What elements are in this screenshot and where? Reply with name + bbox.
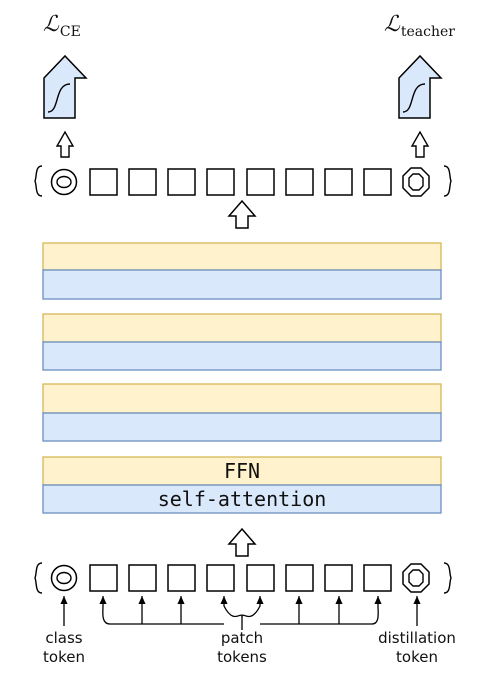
output-token-row <box>34 165 452 197</box>
transformer-input-arrow-icon <box>227 527 257 557</box>
input-patch-token <box>363 564 392 592</box>
output-distillation-token-icon <box>402 167 430 197</box>
ce-loss-label: ℒCE <box>43 14 81 43</box>
input-patch-token <box>128 564 157 592</box>
class-token-label: class token <box>29 629 99 667</box>
patch-tokens-arrows <box>99 596 382 630</box>
input-token-row <box>34 562 452 594</box>
class-token-label-line1: class <box>45 629 83 647</box>
distillation-token-label-line1: distillation <box>378 629 456 647</box>
input-patch-token <box>285 564 314 592</box>
output-class-token-icon <box>50 168 78 196</box>
self-attention-label: self-attention <box>157 487 327 511</box>
input-distillation-token-icon <box>402 563 430 593</box>
transformer-block-2 <box>42 313 442 371</box>
teacher-loss-symbol: ℒ <box>384 12 400 37</box>
ce-loss-subscript: CE <box>59 24 81 40</box>
teacher-loss-label: ℒteacher <box>384 14 455 43</box>
input-patch-token <box>206 564 235 592</box>
output-left-brace <box>34 165 43 197</box>
input-patch-token <box>89 564 118 592</box>
transformer-block-4 <box>42 456 442 514</box>
output-patch-token <box>89 168 118 196</box>
patch-tokens-label-line1: patch <box>220 629 264 647</box>
teacher-up-arrow-icon <box>410 130 430 158</box>
ce-up-arrow-icon <box>55 130 75 158</box>
output-patch-token <box>324 168 353 196</box>
input-left-brace <box>34 562 43 594</box>
input-patch-token <box>167 564 196 592</box>
output-patch-token <box>206 168 235 196</box>
output-patch-token <box>246 168 275 196</box>
teacher-head-icon <box>398 54 443 119</box>
output-right-brace <box>443 165 452 197</box>
input-patch-token <box>246 564 275 592</box>
output-patch-token <box>363 168 392 196</box>
input-right-brace <box>443 562 452 594</box>
transformer-block-3 <box>42 383 442 442</box>
transformer-block-1 <box>42 242 442 300</box>
output-patch-token <box>285 168 314 196</box>
output-patch-token <box>128 168 157 196</box>
patch-tokens-label: patch tokens <box>202 629 282 667</box>
input-class-token-icon <box>50 564 78 592</box>
ffn-label: FFN <box>223 459 261 483</box>
output-patch-token <box>167 168 196 196</box>
ce-loss-symbol: ℒ <box>43 12 59 37</box>
ce-head-icon <box>43 54 88 119</box>
class-token-label-line2: token <box>43 648 85 666</box>
distillation-token-label-line2: token <box>396 648 438 666</box>
input-patch-token <box>324 564 353 592</box>
transformer-output-arrow-icon <box>227 199 257 229</box>
teacher-loss-subscript: teacher <box>400 24 455 40</box>
patch-tokens-label-line2: tokens <box>217 648 267 666</box>
distillation-token-label: distillation token <box>364 629 470 667</box>
